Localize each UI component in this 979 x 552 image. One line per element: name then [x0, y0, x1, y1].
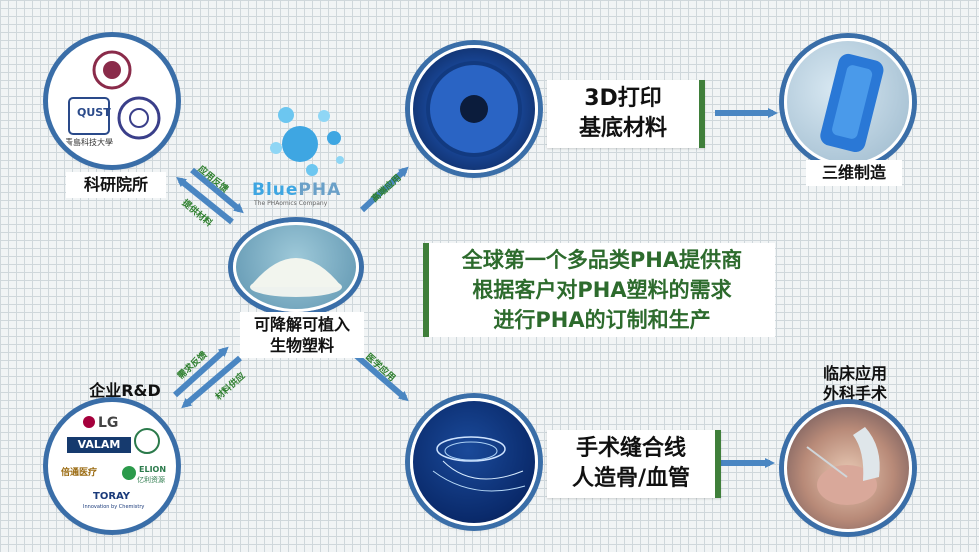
suture-label: 手术缝合线 人造骨/血管 [547, 430, 721, 498]
enterprise-circle: LG VALAM 倍通医疗 ELION 亿利资源 TORAY Innovatio… [48, 402, 176, 530]
bioplastic-label-line2: 生物塑料 [269, 336, 334, 355]
bioplastic-circle [233, 222, 359, 312]
brand-pha: PHA [298, 180, 342, 200]
toray-tagline: Innovation by Chemistry [83, 504, 145, 510]
headline-line1: 全球第一个多品类PHA提供商 [461, 248, 743, 272]
clinical-label: 临床应用 外科手术 [806, 362, 904, 406]
3d-printing-label-line2: 基底材料 [578, 116, 667, 141]
arrow-enterprise-supply [181, 355, 242, 409]
brand-blue: Blue [252, 180, 299, 200]
brand-tagline: The PHAomics Company [254, 200, 328, 207]
clinical-label-line2: 外科手术 [822, 384, 887, 403]
suture-label-line2: 人造骨/血管 [571, 466, 691, 491]
partner-emblems [122, 428, 160, 480]
suture-thread-image [432, 436, 526, 492]
arrow-company-to-research [176, 176, 234, 225]
lg-circle-icon [83, 416, 95, 428]
headline-box: 全球第一个多品类PHA提供商 根据客户对PHA塑料的需求 进行PHA的订制和生产 [423, 243, 775, 337]
suture-label-line1: 手术缝合线 [575, 436, 686, 461]
research-institutes-circle: QUST 青島科技大學 [48, 37, 176, 165]
lg-logo: LG [83, 415, 118, 431]
suture-circle [410, 398, 538, 526]
toray-logo: TORAY [93, 491, 131, 502]
bioplastic-label-line1: 可降解可植入 [253, 315, 350, 334]
printed-case-image [820, 53, 884, 153]
arrow-high-end [359, 166, 409, 213]
valam-logo: VALAM [67, 437, 131, 453]
research-label: 科研院所 [66, 172, 166, 198]
bioplastic-label: 可降解可植入 生物塑料 [240, 312, 364, 358]
3d-printing-label: 3D打印 基底材料 [547, 80, 705, 148]
surgery-image [806, 427, 880, 505]
elion-cn: 亿利资源 [137, 476, 165, 484]
3d-printing-circle [410, 45, 538, 173]
arrow-research-to-company [190, 167, 244, 214]
arrow-enterprise-feedback [172, 346, 229, 398]
powder-pile [250, 258, 342, 297]
qust-logo: QUST [77, 106, 111, 119]
university-logos [68, 50, 161, 140]
headline-line3: 进行PHA的订制和生产 [493, 308, 711, 332]
bluepha-logo: BluePHA The PHAomics Company [252, 100, 362, 210]
qust-name: 青島科技大學 [65, 138, 113, 147]
filament-spool [426, 61, 522, 157]
clinical-circle [784, 404, 912, 532]
yitong-logo: 倍通医疗 [61, 468, 98, 478]
bluepha-molecule-icon [270, 107, 344, 176]
elion-logo: ELION [139, 465, 167, 474]
enterprise-label: 企业R&D [89, 381, 161, 400]
arrow-medical [350, 349, 409, 402]
headline-line2: 根据客户对PHA塑料的需求 [472, 278, 732, 302]
manufacture-label: 三维制造 [806, 160, 902, 186]
3d-printing-label-line1: 3D打印 [584, 86, 662, 111]
manufacture-circle [784, 38, 912, 166]
clinical-label-line1: 临床应用 [822, 364, 887, 383]
